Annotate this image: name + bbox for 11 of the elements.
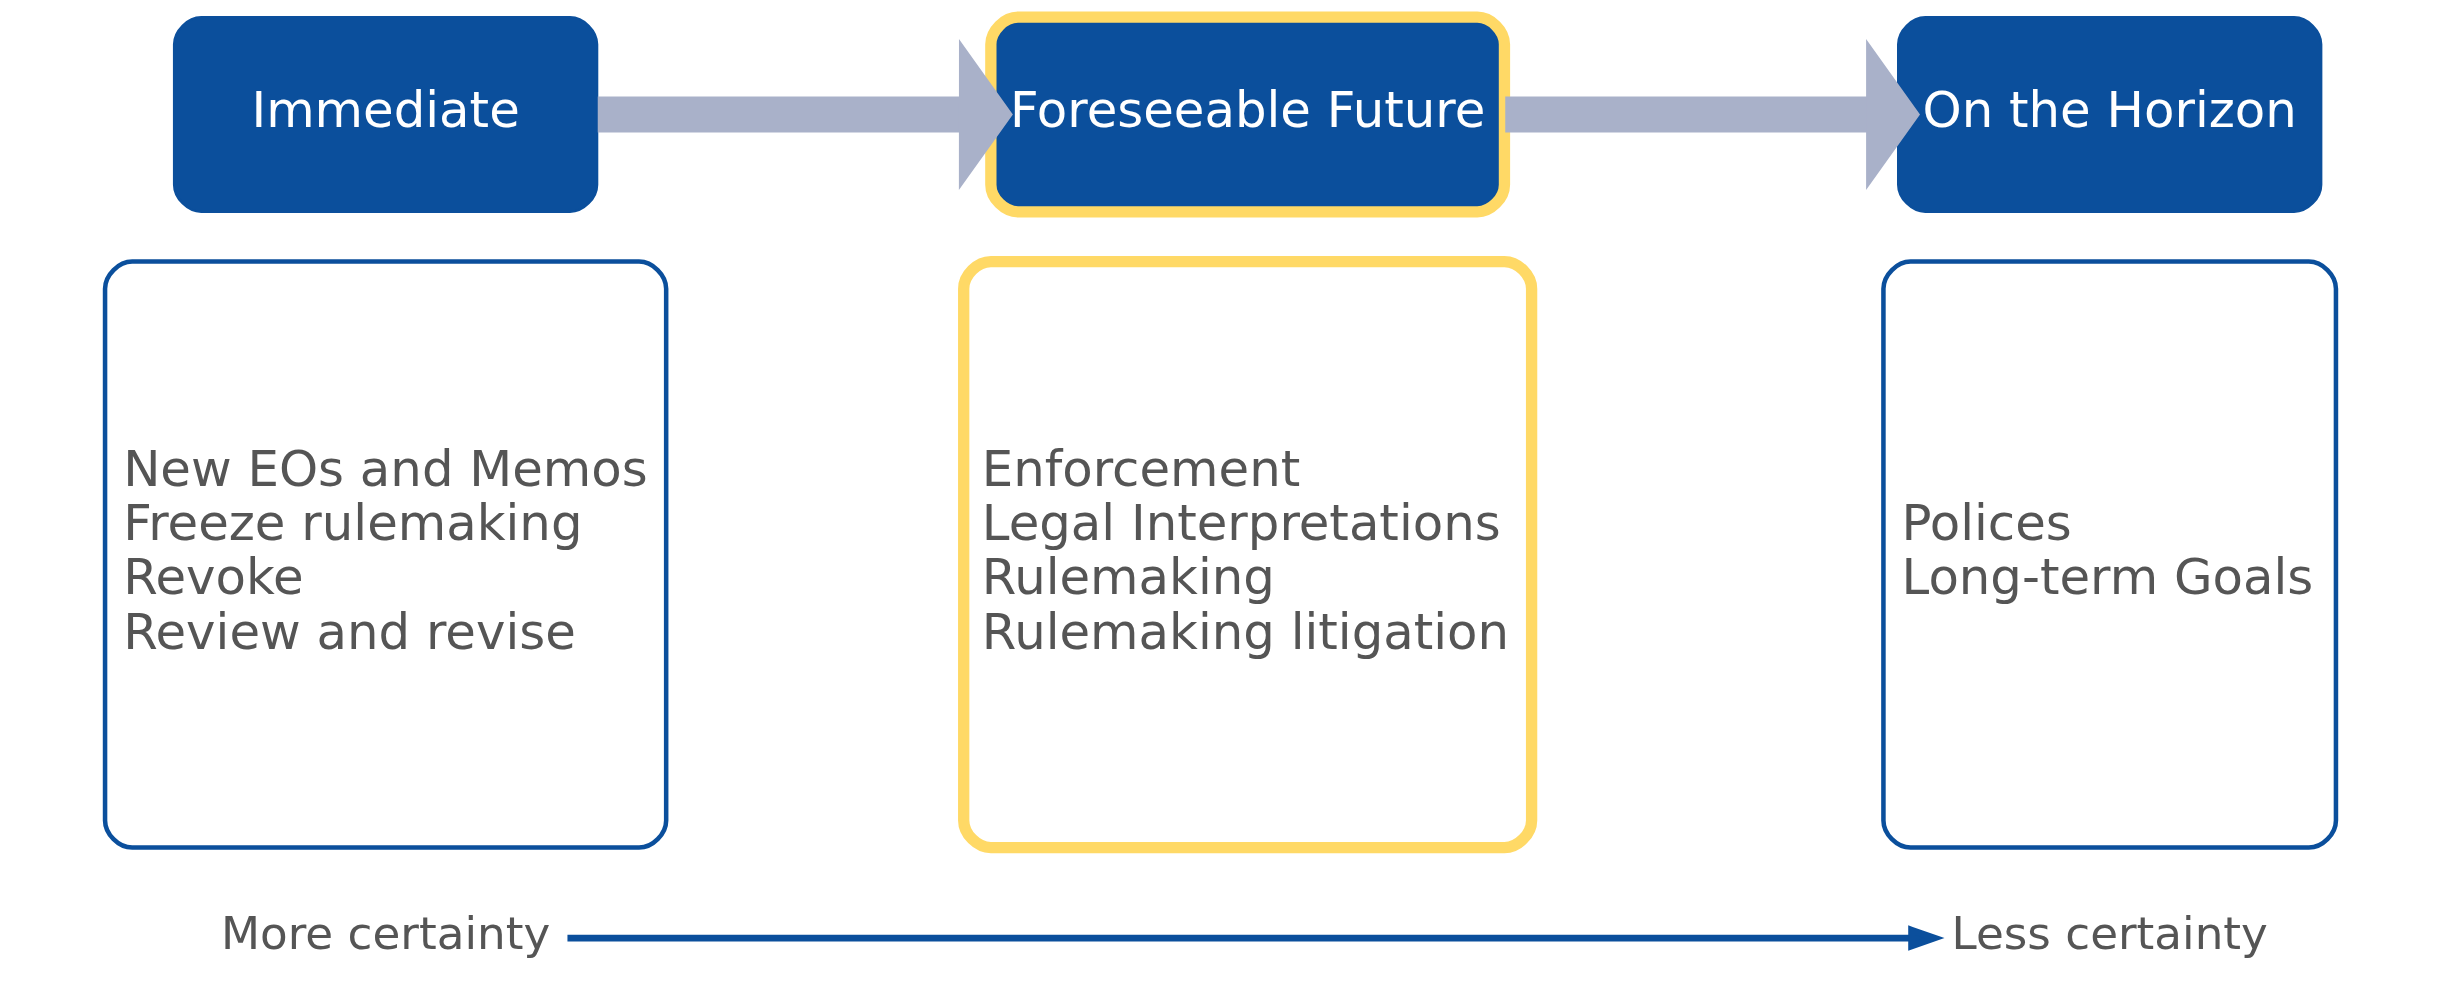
node-box: Immediate (172, 16, 598, 213)
arrow (1504, 39, 1920, 190)
node-box: New EOs and Memos Freeze rulemaking Revoke Review and revise (102, 259, 668, 850)
node-box: Enforcement Legal Interpretations Rulemaking Rulemaking litigation (957, 255, 1537, 854)
arrow (597, 39, 1013, 190)
node-box: On the Horizon (1896, 16, 2322, 213)
node-box: Polices Long-term Goals (1880, 259, 2338, 850)
node-text: Less certainty (1951, 907, 2268, 961)
node-box: Foreseeable Future (984, 11, 1510, 218)
node-text: More certainty (220, 907, 550, 961)
arrow (566, 925, 1944, 951)
